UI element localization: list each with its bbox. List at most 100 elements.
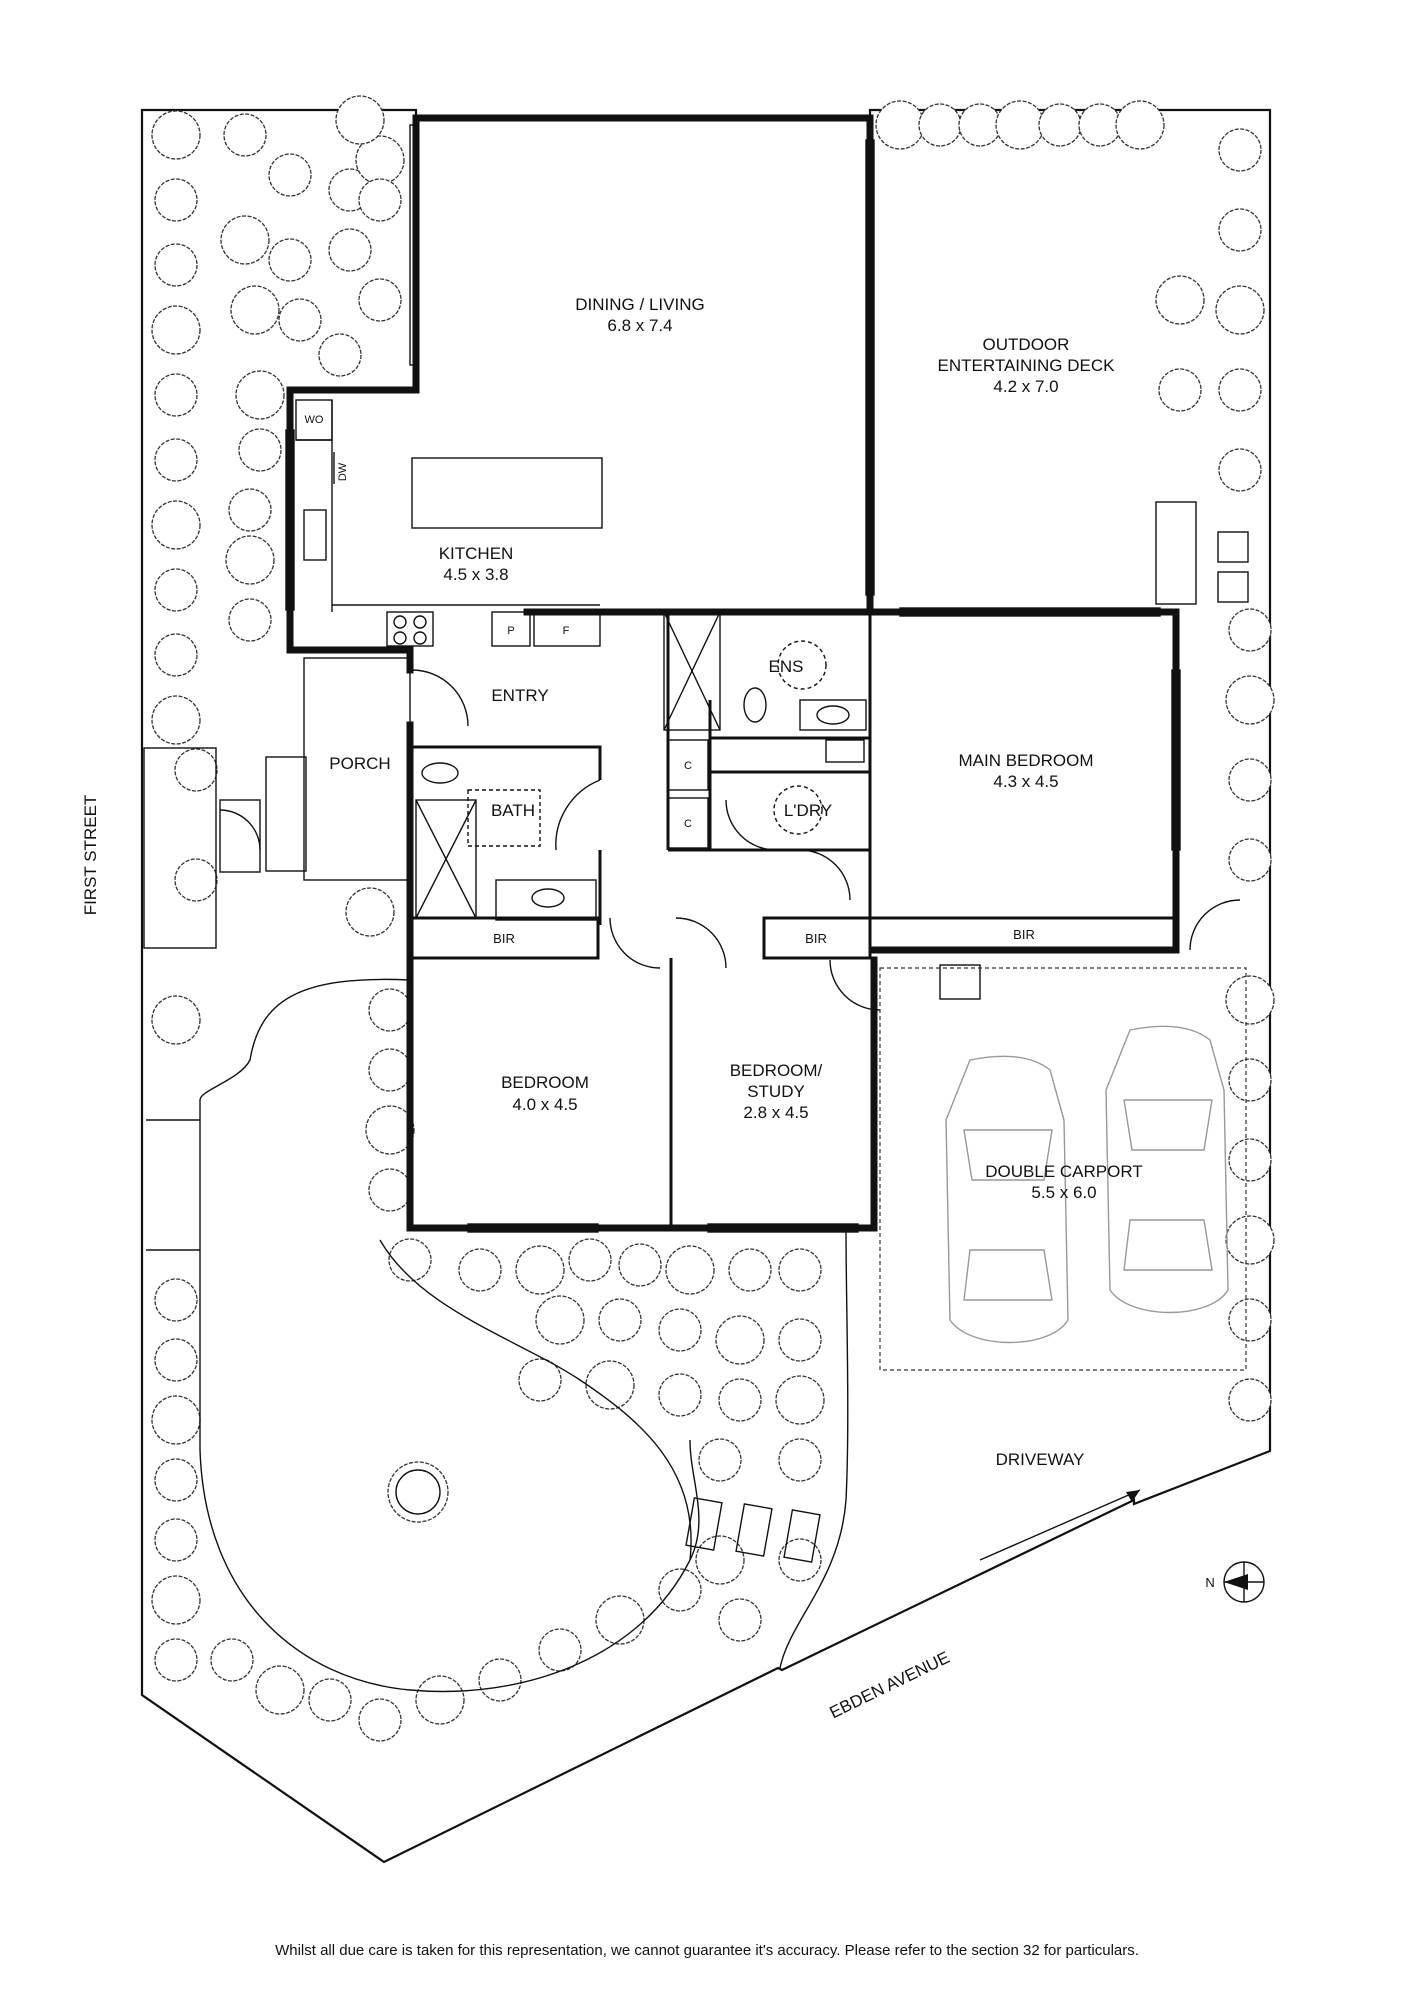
- car-right: [1105, 1025, 1229, 1314]
- laundry-name: L'DRY: [784, 801, 832, 820]
- shrub-icon: [154, 1638, 198, 1682]
- shrub-icon: [368, 1048, 412, 1092]
- shrub-icon: [255, 1665, 305, 1715]
- shrub-icon: [328, 228, 372, 272]
- fixture-labels: WO DW P F C C BIR BIR BIR: [305, 414, 1035, 946]
- bir-label-1: BIR: [493, 931, 515, 946]
- shrub-icon: [1228, 1298, 1272, 1342]
- carport-name: DOUBLE CARPORT: [985, 1162, 1142, 1181]
- bir-label-2: BIR: [805, 931, 827, 946]
- shrub-icon: [568, 1238, 612, 1282]
- shrub-icon: [1218, 448, 1262, 492]
- shrub-icon: [278, 298, 322, 342]
- built-in-robes: [410, 916, 1176, 960]
- cupboard-2: [667, 797, 709, 849]
- shrub-icon: [1228, 1058, 1272, 1102]
- shrub-icon: [358, 178, 402, 222]
- shrub-icon: [154, 1278, 198, 1322]
- shrub-icon: [658, 1568, 702, 1612]
- disclaimer-text: Whilst all due care is taken for this re…: [275, 1942, 1139, 1959]
- shrub-icon: [154, 1338, 198, 1382]
- shrub-icon: [230, 285, 280, 335]
- shrub-icon: [228, 598, 272, 642]
- shrub-icon: [958, 103, 1002, 147]
- garden-pavers: [685, 1497, 821, 1563]
- shrub-icon: [151, 1575, 201, 1625]
- shrub-icon: [358, 1698, 402, 1742]
- shrub-icon: [728, 1248, 772, 1292]
- bath-name: BATH: [491, 801, 535, 820]
- cooktop: [386, 611, 434, 647]
- kitchen-name: KITCHEN: [439, 544, 514, 563]
- shrub-icon: [778, 1438, 822, 1482]
- driveway-arrow: [979, 1489, 1141, 1561]
- pantry: [491, 611, 531, 647]
- pantry-label: P: [507, 625, 514, 637]
- shrub-icon: [238, 428, 282, 472]
- shrub-icon: [1228, 1138, 1272, 1182]
- shrub-icon: [538, 1628, 582, 1672]
- shrub-icon: [154, 243, 198, 287]
- shrub-icon: [695, 1535, 745, 1585]
- deck-name-2: ENTERTAINING DECK: [938, 356, 1116, 375]
- shrub-icon: [478, 1658, 522, 1702]
- compass-icon: N: [1205, 1561, 1265, 1603]
- shrub-icon: [335, 95, 385, 145]
- shrub-icon: [658, 1373, 702, 1417]
- shrub-icon: [518, 1358, 562, 1402]
- porch-area: [143, 501, 1249, 1000]
- main-bedroom-size: 4.3 x 4.5: [993, 772, 1058, 791]
- shrub-icon: [698, 1438, 742, 1482]
- shrub-icon: [585, 1360, 635, 1410]
- shrub-icon: [1215, 285, 1265, 335]
- fridge-space: [533, 611, 601, 647]
- first-street-label: FIRST STREET: [81, 795, 100, 916]
- shrub-icon: [210, 1638, 254, 1682]
- shrub-icon: [1225, 1215, 1275, 1265]
- shrub-icon: [154, 633, 198, 677]
- wet-areas: [415, 611, 867, 921]
- shrub-icon: [1115, 100, 1165, 150]
- dining-living-name: DINING / LIVING: [575, 295, 704, 314]
- porch-name: PORCH: [329, 754, 390, 773]
- shrub-icon: [154, 568, 198, 612]
- door-swings: [219, 669, 1241, 1011]
- shrub-icon: [415, 1675, 465, 1725]
- kitchen-fixtures: [295, 399, 603, 647]
- car-left: [945, 1055, 1069, 1344]
- shrub-icon: [658, 1308, 702, 1352]
- cupboard-1: [667, 739, 709, 791]
- shrub-icon: [718, 1598, 762, 1642]
- shrub-icon: [220, 215, 270, 265]
- shrub-icon: [778, 1318, 822, 1362]
- shrub-icon: [151, 110, 201, 160]
- shrub-icon: [1158, 368, 1202, 412]
- fridge-label: F: [563, 625, 570, 637]
- shrub-icon: [1225, 675, 1275, 725]
- bir-label-3: BIR: [1013, 927, 1035, 942]
- shrub-icon: [1228, 1378, 1272, 1422]
- shrub-icon: [1228, 608, 1272, 652]
- deck-name-1: OUTDOOR: [983, 335, 1070, 354]
- main-bedroom-name: MAIN BEDROOM: [958, 751, 1093, 770]
- shrub-icon: [358, 278, 402, 322]
- shrub-icon: [308, 1678, 352, 1722]
- kitchen-size: 4.5 x 3.8: [443, 565, 508, 584]
- shrub-icon: [1228, 758, 1272, 802]
- deck-size: 4.2 x 7.0: [993, 377, 1058, 396]
- shrub-icon: [154, 1458, 198, 1502]
- shrub-icon: [154, 438, 198, 482]
- driveway-name: DRIVEWAY: [996, 1450, 1085, 1469]
- shrub-icon: [1218, 368, 1262, 412]
- shrub-icon: [154, 373, 198, 417]
- shrub-icon: [1218, 128, 1262, 172]
- compass-north-label: N: [1205, 1575, 1214, 1590]
- dining-living-size: 6.8 x 7.4: [607, 316, 672, 335]
- ebden-avenue-label: EBDEN AVENUE: [827, 1648, 953, 1723]
- shrub-icon: [1078, 103, 1122, 147]
- shrub-icon: [151, 500, 201, 550]
- shrub-icon: [355, 135, 405, 185]
- shrub-icon: [458, 1248, 502, 1292]
- shrub-icon: [1038, 103, 1082, 147]
